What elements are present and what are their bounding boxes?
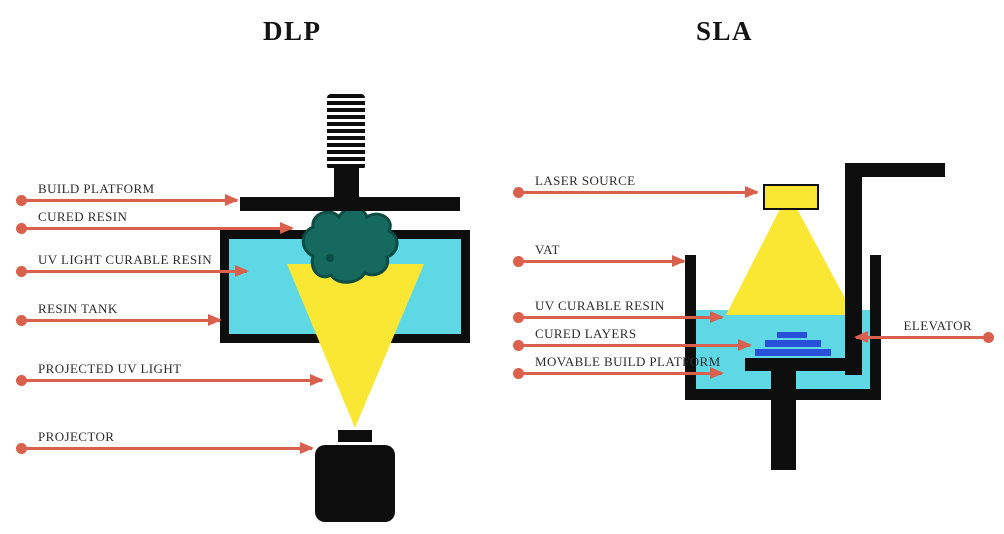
dot-icon [513, 187, 524, 198]
label-build-platform: BUILD PLATFORM [38, 181, 155, 196]
dot-icon [513, 312, 524, 323]
arrowhead-icon [745, 186, 759, 198]
sla-vat-right-wall [870, 255, 881, 400]
sla-cured-layer-bottom [755, 349, 831, 356]
label-movable-build-platform: MOVABLE BUILD PLATFORM [535, 354, 721, 369]
dot-icon [513, 256, 524, 267]
dlp-build-platform [240, 197, 460, 211]
dot-icon [16, 315, 27, 326]
callout-laser-source: LASER SOURCE [513, 173, 759, 198]
callout-elevator: ELEVATOR [854, 318, 994, 343]
dot-icon [16, 375, 27, 386]
arrowhead-icon [710, 367, 724, 379]
arrowhead-icon [672, 255, 686, 267]
dlp-title: DLP [263, 16, 322, 46]
sla-platform-stem [771, 371, 796, 470]
label-laser-source: LASER SOURCE [535, 173, 636, 188]
sla-title: SLA [696, 16, 754, 46]
label-cured-layers: CURED LAYERS [535, 326, 637, 341]
callout-movable-build-platform: MOVABLE BUILD PLATFORM [513, 354, 724, 379]
sla-elevator-column [845, 163, 862, 375]
dot-icon [16, 223, 27, 234]
callout-projector: PROJECTOR [16, 429, 314, 454]
label-projector: PROJECTOR [38, 429, 115, 444]
dot-icon [983, 332, 994, 343]
sla-cured-layer-top [777, 332, 807, 338]
sla-elevator-arm [845, 163, 945, 177]
arrowhead-icon [854, 331, 868, 343]
arrowhead-icon [225, 194, 239, 206]
arrowhead-icon [738, 339, 752, 351]
arrowhead-icon [280, 222, 294, 234]
label-vat: VAT [535, 242, 560, 257]
arrowhead-icon [235, 265, 249, 277]
arrowhead-icon [310, 374, 324, 386]
callout-projected-uv-light: PROJECTED UV LIGHT [16, 361, 324, 386]
dot-icon [513, 368, 524, 379]
sla-cured-layer-middle [765, 340, 821, 347]
arrowhead-icon [710, 311, 724, 323]
callout-resin-tank: RESIN TANK [16, 301, 222, 326]
dot-icon [513, 340, 524, 351]
sla-laser-beam [726, 205, 854, 315]
dot-icon [16, 266, 27, 277]
label-cured-resin: CURED RESIN [38, 209, 128, 224]
dlp-projected-uv-light [287, 264, 424, 428]
callout-cured-layers: CURED LAYERS [513, 326, 752, 351]
callout-cured-resin: CURED RESIN [16, 209, 294, 234]
callout-uv-curable-resin: UV CURABLE RESIN [513, 298, 724, 323]
sla-laser-source [763, 184, 819, 210]
label-uv-curable-resin: UV CURABLE RESIN [535, 298, 665, 313]
dot-icon [16, 443, 27, 454]
label-elevator: ELEVATOR [903, 318, 972, 333]
label-uv-light-curable-resin: UV LIGHT CURABLE RESIN [38, 252, 213, 267]
dlp-projector-lens [338, 430, 372, 442]
label-projected-uv-light: PROJECTED UV LIGHT [38, 361, 182, 376]
dot-icon [16, 195, 27, 206]
callout-uv-light-curable-resin: UV LIGHT CURABLE RESIN [16, 252, 249, 277]
callout-vat: VAT [513, 242, 686, 267]
callout-build-platform: BUILD PLATFORM [16, 181, 239, 206]
dlp-cured-resin [301, 206, 399, 284]
label-resin-tank: RESIN TANK [38, 301, 118, 316]
sla-vat-left-wall [685, 255, 696, 400]
sla-build-platform [745, 358, 846, 371]
dlp-threaded-rod [327, 94, 365, 170]
dlp-rod-shaft [334, 167, 359, 200]
arrowhead-icon [300, 442, 314, 454]
arrowhead-icon [208, 314, 222, 326]
dlp-projector-body [315, 445, 395, 522]
